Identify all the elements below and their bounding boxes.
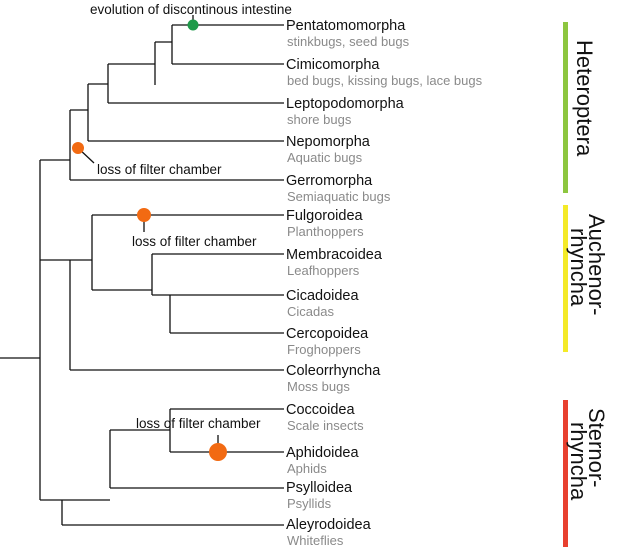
taxon-common-name: Aquatic bugs <box>287 150 363 165</box>
taxon-common-name: bed bugs, kissing bugs, lace bugs <box>287 73 483 88</box>
taxon-common-name: Cicadas <box>287 304 334 319</box>
taxon-name: Aphidoidea <box>286 445 359 461</box>
taxon-name: Fulgoroidea <box>286 208 364 224</box>
auchenorrhyncha-bar <box>563 205 568 352</box>
taxon-name: Coleorrhyncha <box>286 363 381 379</box>
taxon-common-name: stinkbugs, seed bugs <box>287 34 410 49</box>
taxon-common-name: Moss bugs <box>287 379 350 394</box>
taxon-name: Psylloidea <box>286 480 353 496</box>
heteroptera-bar <box>563 22 568 193</box>
group-label-auchenorrhyncha-line2: rhyncha <box>566 228 591 307</box>
taxon-name: Cimicomorpha <box>286 57 380 73</box>
taxon-name: Gerromorpha <box>286 173 373 189</box>
taxon-common-name: Aphids <box>287 461 327 476</box>
green-event-marker <box>187 19 199 31</box>
taxon-common-name: Psyllids <box>287 496 332 511</box>
event-label-filter-fulgoroidea: loss of filter chamber <box>132 234 257 249</box>
orange-event-marker-fulgoroidea <box>137 208 151 222</box>
taxon-common-name: Semiaquatic bugs <box>287 189 391 204</box>
taxon-common-name: Scale insects <box>287 418 364 433</box>
event-label-discontinous-intestine: evolution of discontinous intestine <box>90 2 292 17</box>
tree-branches <box>0 24 284 526</box>
taxon-common-name: Whiteflies <box>287 533 344 548</box>
taxon-name: Pentatomomorpha <box>286 18 406 34</box>
event-label-filter-heteroptera: loss of filter chamber <box>97 162 222 177</box>
taxon-common-name: Planthoppers <box>287 224 364 239</box>
sternorrhyncha-bar <box>563 400 568 547</box>
event-label-filter-aphidoidea: loss of filter chamber <box>136 416 261 431</box>
taxon-common-name: Froghoppers <box>287 342 361 357</box>
group-label-heteroptera: Heteroptera <box>572 40 597 157</box>
orange-event-marker-aphidoidea <box>209 443 227 461</box>
taxon-common-name: Leafhoppers <box>287 263 360 278</box>
group-label-sternorrhyncha-line1: Sternor- <box>584 408 609 487</box>
orange-event-marker-heteroptera <box>72 142 84 154</box>
taxon-common-name: shore bugs <box>287 112 352 127</box>
taxon-name: Nepomorpha <box>286 134 371 150</box>
taxon-name: Membracoidea <box>286 247 383 263</box>
taxon-labels: Pentatomomorpha stinkbugs, seed bugs Cim… <box>286 18 483 548</box>
taxon-name: Cercopoidea <box>286 326 369 342</box>
group-label-auchenorrhyncha-line1: Auchenor- <box>584 214 609 316</box>
taxon-name: Leptopodomorpha <box>286 96 405 112</box>
group-label-sternorrhyncha-line2: rhyncha <box>566 422 591 501</box>
taxon-name: Aleyrodoidea <box>286 517 372 533</box>
taxon-name: Cicadoidea <box>286 288 359 304</box>
taxon-name: Coccoidea <box>286 402 355 418</box>
